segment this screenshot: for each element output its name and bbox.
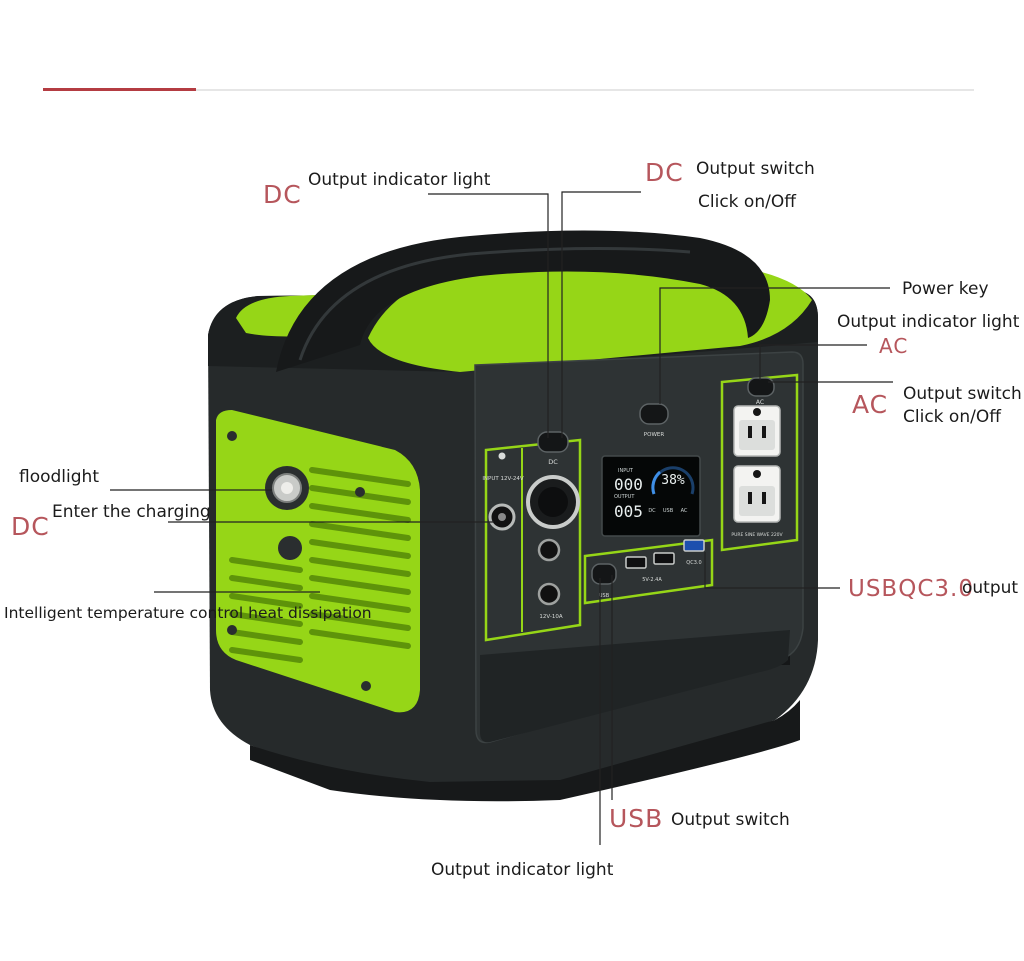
vent-slot bbox=[309, 611, 411, 631]
usb-port-1 bbox=[625, 556, 647, 569]
usb-qc3-port bbox=[683, 539, 705, 552]
ac-outlet-2-ground bbox=[753, 470, 761, 478]
lcd-output-value: 005 bbox=[614, 502, 643, 521]
vent-slot bbox=[229, 557, 303, 573]
lid-recess-center bbox=[368, 262, 812, 372]
leader-power-key bbox=[659, 287, 890, 404]
label-heat-dissipation: Intelligent temperature control heat dis… bbox=[4, 604, 372, 622]
tag-ac-indicator: AC bbox=[879, 334, 909, 358]
dc-rating-label: 12V-10A bbox=[539, 614, 562, 620]
ac-rating-label: PURE SINE WAVE 220V bbox=[731, 532, 783, 538]
lcd-percent: 38% bbox=[661, 473, 685, 488]
lcd-battery-ring-fill bbox=[651, 470, 662, 495]
label-floodlight: floodlight bbox=[19, 467, 99, 487]
label-ac-indicator: Output indicator light bbox=[837, 312, 1020, 332]
leader-lines bbox=[110, 191, 893, 845]
lcd-input-tag: INPUT bbox=[618, 468, 634, 474]
leader-ac-indicator bbox=[759, 344, 867, 380]
qc-label: QC3.0 bbox=[686, 560, 701, 566]
vent-slot bbox=[229, 647, 303, 663]
heat-vents bbox=[229, 467, 411, 663]
vent-slot bbox=[229, 575, 303, 591]
vent-slot bbox=[309, 467, 411, 487]
car-socket-inner bbox=[538, 487, 568, 517]
vent-slot bbox=[309, 503, 411, 523]
input-label: INPUT 12V-24V bbox=[482, 476, 524, 482]
ac-outlet-2-slot bbox=[748, 492, 752, 504]
vent-slot bbox=[309, 539, 411, 559]
label-charging: Enter the charging bbox=[52, 502, 211, 522]
screw bbox=[227, 625, 237, 635]
dc5521-port-1 bbox=[537, 538, 561, 562]
vent-slot bbox=[309, 521, 411, 541]
power-button[interactable] bbox=[639, 403, 669, 425]
carry-handle bbox=[276, 230, 770, 372]
label-ac-switch-sub: Click on/Off bbox=[903, 407, 1001, 427]
leader-dc-switch bbox=[561, 191, 641, 438]
ac-outlet-2-slot bbox=[762, 492, 766, 504]
dc-switch-button[interactable] bbox=[537, 431, 569, 453]
label-ac-switch: Output switch bbox=[903, 384, 1022, 404]
ac-outlet-1-face bbox=[739, 420, 775, 450]
leader-dc-indicator bbox=[428, 193, 549, 438]
label-usbqc-output: output bbox=[962, 578, 1019, 598]
tag-charging: DC bbox=[11, 512, 50, 541]
device-base bbox=[250, 700, 800, 802]
label-dc-switch: Output switch bbox=[696, 159, 815, 179]
light-button bbox=[278, 536, 302, 560]
label-dc-switch-sub: Click on/Off bbox=[698, 192, 796, 212]
lcd-input-value: 000 bbox=[614, 475, 643, 494]
dc-port-label: DC bbox=[548, 458, 558, 466]
ac-outlet-2-face bbox=[739, 486, 775, 516]
vent-slot bbox=[309, 593, 411, 613]
usb-switch-button[interactable] bbox=[591, 563, 617, 585]
usb-rating-label: 5V-2.4A bbox=[642, 577, 662, 583]
vent-slot bbox=[309, 557, 411, 577]
lcd-mode-dc: DC bbox=[648, 508, 656, 514]
front-lower-panel bbox=[480, 630, 790, 743]
dc5521-port-2 bbox=[537, 582, 561, 606]
usb-panel-frame bbox=[583, 538, 714, 605]
tag-ac-switch: AC bbox=[852, 390, 889, 419]
ac-switch-button[interactable] bbox=[747, 377, 775, 397]
vent-slot bbox=[229, 593, 303, 609]
header-rule-accent bbox=[43, 88, 196, 91]
ac-outlet-1-slot bbox=[762, 426, 766, 438]
label-usb-indicator: Output indicator light bbox=[431, 860, 614, 880]
lcd-output-tag: OUTPUT bbox=[614, 494, 635, 500]
tag-dc-switch: DC bbox=[645, 158, 684, 187]
tag-dc-indicator: DC bbox=[263, 180, 302, 209]
label-power-key: Power key bbox=[902, 279, 989, 299]
ac-outlet-1-slot bbox=[748, 426, 752, 438]
ac-outlet-1-ground bbox=[753, 408, 761, 416]
usb-port-2 bbox=[653, 552, 675, 565]
lcd-screen bbox=[601, 455, 701, 537]
header-rule bbox=[196, 89, 974, 91]
lcd-mode-usb: USB bbox=[663, 508, 674, 514]
input-indicator-led bbox=[498, 452, 506, 460]
usb-switch-label: USB bbox=[599, 593, 610, 599]
ac-panel-frame bbox=[720, 373, 799, 552]
label-usb-switch: Output switch bbox=[671, 810, 790, 830]
vent-slot bbox=[229, 611, 303, 627]
screw bbox=[355, 487, 365, 497]
screw bbox=[361, 681, 371, 691]
label-dc-indicator: Output indicator light bbox=[308, 170, 491, 190]
vent-slot bbox=[309, 575, 411, 595]
floodlight-center bbox=[281, 482, 293, 494]
tag-usb: USB bbox=[609, 804, 664, 833]
vent-slot bbox=[309, 629, 411, 649]
screw bbox=[227, 431, 237, 441]
leader-usbqc bbox=[704, 552, 840, 589]
dc-input-pin bbox=[498, 513, 506, 521]
vent-slot bbox=[229, 629, 303, 645]
handle-highlight bbox=[298, 246, 691, 361]
lcd-mode-ac: AC bbox=[681, 508, 688, 514]
ac-label: AC bbox=[756, 399, 764, 406]
tag-usbqc: USBQC3.0 bbox=[848, 576, 974, 602]
power-label: POWER bbox=[644, 432, 665, 438]
